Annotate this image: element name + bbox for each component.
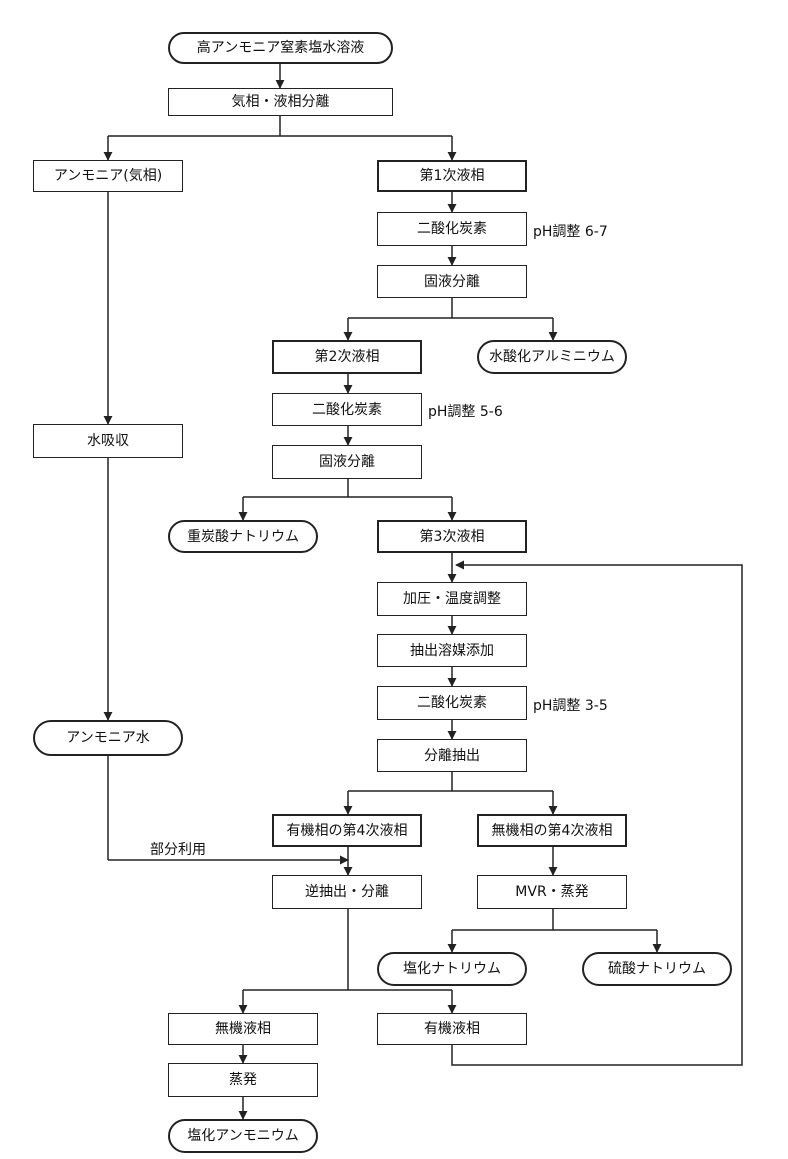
back-extraction-node: 逆抽出・分離: [272, 875, 422, 909]
liquid2-node: 第2次液相: [272, 340, 422, 374]
co2-node-2: 二酸化炭素: [272, 393, 422, 426]
inorganic-liquid4-node: 無機相の第4次液相: [477, 814, 627, 847]
aluminum-hydroxide-node: 水酸化アルミニウム: [477, 340, 627, 374]
sodium-bicarbonate-node: 重炭酸ナトリウム: [168, 520, 318, 553]
sodium-sulfate-node: 硫酸ナトリウム: [582, 952, 732, 986]
pressure-temperature-adjust-node: 加圧・温度調整: [377, 582, 527, 616]
partial-use-label: 部分利用: [150, 839, 206, 859]
ph-adjust-label-1: pH調整 6-7: [533, 221, 608, 241]
co2-node-1: 二酸化炭素: [377, 212, 527, 246]
mvr-evaporation-node: MVR・蒸発: [477, 875, 627, 909]
co2-node-3: 二酸化炭素: [377, 686, 527, 720]
ph-adjust-label-2: pH調整 5-6: [428, 401, 503, 421]
solid-liquid-separation-node-1: 固液分離: [377, 265, 527, 298]
ph-adjust-label-3: pH調整 3-5: [533, 695, 608, 715]
evaporation-node: 蒸発: [168, 1063, 318, 1097]
solid-liquid-separation-node-2: 固液分離: [272, 445, 422, 479]
ammonium-chloride-node: 塩化アンモニウム: [168, 1119, 318, 1153]
liquid3-node: 第3次液相: [377, 520, 527, 553]
separation-extraction-node: 分離抽出: [377, 739, 527, 772]
gas-liquid-separation-node: 気相・液相分離: [168, 88, 393, 116]
water-absorption-node: 水吸収: [33, 424, 183, 458]
ammonia-gas-node: アンモニア(気相): [33, 160, 183, 192]
extraction-solvent-add-node: 抽出溶媒添加: [377, 634, 527, 667]
ammonia-water-node: アンモニア水: [33, 720, 183, 756]
liquid1-node: 第1次液相: [377, 160, 527, 192]
inorganic-liquid-node: 無機液相: [168, 1013, 318, 1045]
organic-liquid-node: 有機液相: [377, 1013, 527, 1045]
sodium-chloride-node: 塩化ナトリウム: [377, 952, 527, 986]
organic-liquid4-node: 有機相の第4次液相: [272, 814, 422, 847]
start-node: 高アンモニア窒素塩水溶液: [168, 32, 393, 64]
